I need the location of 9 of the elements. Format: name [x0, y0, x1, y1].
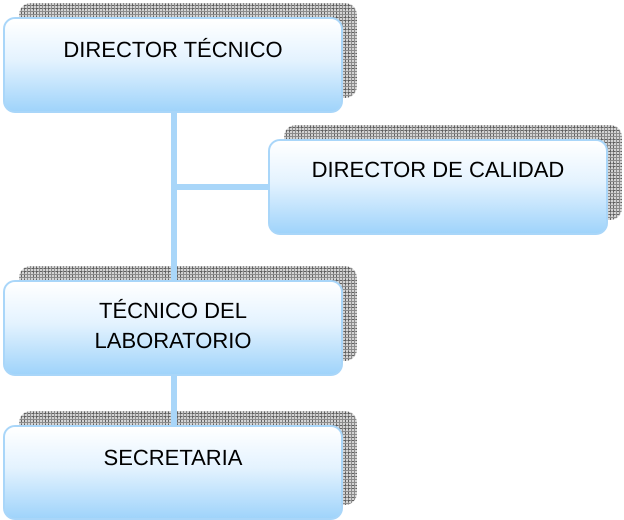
org-box [268, 139, 608, 235]
role-title: DIRECTOR TÉCNICO [63, 36, 283, 64]
role-title: DIRECTOR DE CALIDAD [312, 156, 564, 184]
org-box [3, 17, 343, 113]
connector-line [171, 376, 177, 425]
role-title: SECRETARIA [104, 444, 242, 472]
org-box [3, 425, 343, 520]
org-box [3, 280, 343, 376]
role-title: TÉCNICO DEL LABORATORIO [94, 297, 252, 355]
